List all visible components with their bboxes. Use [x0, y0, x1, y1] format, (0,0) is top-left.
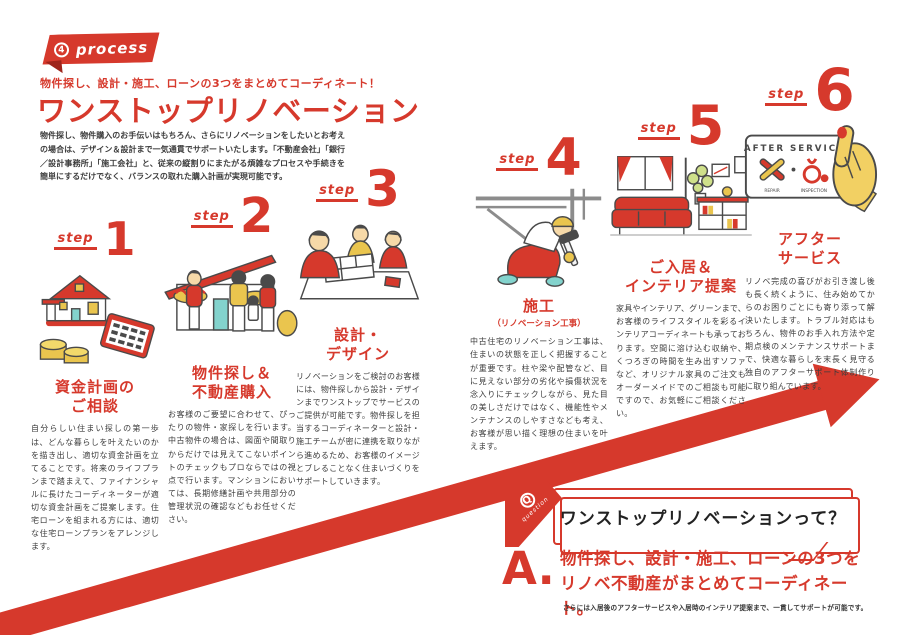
step-3-label: step 3	[316, 160, 400, 218]
step-4-label: step 4	[496, 128, 582, 188]
step-1: step 1	[24, 212, 166, 554]
question-text: ワンストップリノベーションって？	[559, 509, 847, 529]
step-1-title: 資金計画の ご相談	[54, 378, 135, 416]
step-6-body: リノベ完成の喜びがお引き渡し後も長く続くように、住み始めてからのお困りごとにも寄…	[745, 276, 875, 391]
card-repair-label: REPAIR	[764, 188, 779, 194]
page-title: ワンストップリノベーション	[37, 94, 420, 128]
house-calculator-coins-illustration	[33, 262, 157, 376]
step-5-label: step 5	[637, 94, 725, 157]
ribbon-label: process	[75, 37, 149, 59]
answer-note: さらには入居後のアフターサービスや入居時のインテリア提案まで、一貫してサポートが…	[563, 604, 868, 612]
step-4-title: 施工	[522, 297, 555, 316]
ribbon-fold	[45, 60, 63, 75]
number-4-circle-icon: 4	[54, 42, 70, 58]
step-6-label: step 6	[765, 56, 855, 124]
step-number: 3	[365, 160, 400, 218]
step-word: step	[765, 87, 808, 107]
step-4: step 4	[464, 128, 614, 453]
step-word: step	[496, 152, 539, 172]
header-subtitle: 物件探し、設計・施工、ローンの3つをまとめてコーディネート！	[40, 77, 381, 90]
step-word: step	[316, 183, 359, 202]
step-number: 6	[814, 56, 855, 124]
step-2-title: 物件探し＆ 不動産購入	[191, 363, 272, 401]
step-3: step 3	[290, 160, 426, 488]
design-meeting-illustration	[293, 214, 423, 324]
step-word: step	[190, 209, 233, 228]
step-word: step	[54, 231, 97, 251]
answer-mark: A.	[502, 542, 555, 595]
card-inspection-label: INSPECTION	[801, 188, 827, 194]
step-number: 4	[545, 128, 582, 188]
stethoscope-icon	[802, 158, 829, 184]
answer-text: 物件探し、設計・施工、ローンの3つを リノベ不動産がまとめてコーディネート。	[560, 549, 861, 618]
step-6-title: アフター サービス	[777, 230, 842, 268]
step-3-title: 設計・ デザイン	[325, 325, 390, 363]
after-service-card-illustration: AFTER SERVICE REPAIR INSPECTION	[742, 118, 878, 228]
step-number: 5	[686, 94, 725, 157]
step-4-subtitle: （リノベーション工事）	[492, 319, 586, 330]
step-2-label: step 2	[190, 188, 274, 244]
step-5-title: ご入居＆ インテリア提案	[624, 257, 737, 296]
step-6: step 6 AFTER SERVICE	[740, 56, 880, 393]
step-5-body: 家具やインテリア、グリーンまで、お客様のライフスタイルを彩るインテリアコーディネ…	[616, 304, 746, 419]
question-bubble: ワンストップリノベーションって？	[553, 488, 860, 561]
step-2-body: お客様のご要望に合わせて、ぴったりの物件・家探しを行います。中古物件の場合は、図…	[168, 410, 296, 525]
step-number: 1	[103, 212, 136, 266]
construction-worker-illustration	[473, 183, 605, 295]
intro-paragraph: 物件探し、物件購入のお手伝いはもちろん、さらにリノベーションをしたいとお考えの場…	[40, 131, 345, 182]
card-title-text: AFTER SERVICE	[744, 144, 845, 154]
step-5: step 5	[610, 94, 752, 420]
step-word: step	[637, 121, 680, 140]
step-1-label: step 1	[54, 212, 136, 266]
living-room-illustration	[610, 152, 752, 256]
wrench-screwdriver-icon	[759, 158, 785, 181]
step-1-body: 自分らしい住まい探しの第一歩は、どんな暮らしを叶えたいのかを描き出し、適切な資金…	[31, 424, 159, 552]
house-viewing-illustration	[159, 240, 305, 362]
step-4-body: 中古住宅のリノベーション工事は、住まいの状態を正しく把握することが重要です。柱や…	[470, 337, 608, 452]
step-3-body: リノベーションをご検討のお客様には、物件探しから設計・デザインまでワンストップで…	[296, 371, 420, 486]
step-number: 2	[239, 188, 274, 244]
step-2: step 2	[158, 188, 306, 526]
